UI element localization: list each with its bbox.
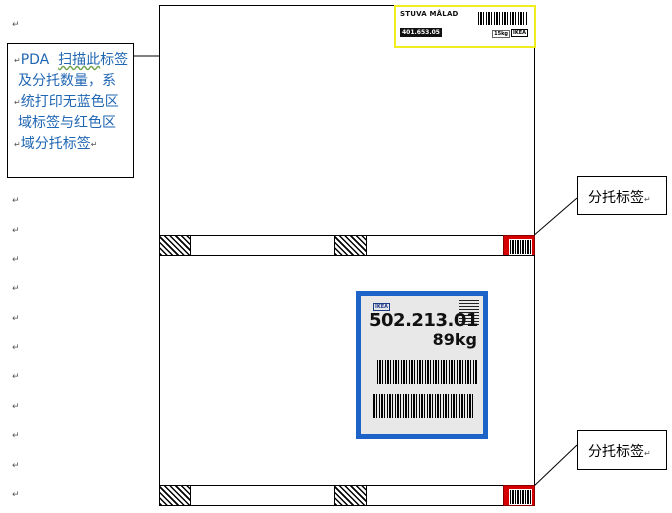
barcode-icon — [459, 299, 479, 325]
blue-label-weight: 89kg — [432, 330, 477, 349]
callout-pda-prefix: PDA — [20, 52, 50, 68]
ikea-logo: IKEA — [373, 303, 391, 311]
paragraph-mark: ↵ — [12, 314, 20, 324]
paragraph-mark: ↵ — [12, 284, 20, 294]
split-pallet-label-callout-top: 分托标签↵ — [577, 176, 667, 215]
barcode-icon — [478, 12, 528, 25]
yellow-product-label: STUVA MÅLAD 401.653.05 15kg IKEA — [394, 5, 536, 48]
yellow-label-card: STUVA MÅLAD 401.653.05 15kg IKEA — [396, 7, 534, 46]
paragraph-mark: ↵ — [12, 196, 20, 206]
pda-instruction-callout: ↵PDA 扫描此标签 及分托数量，系 ↵统打印无蓝色区 域标签与红色区 ↵域分托… — [7, 43, 134, 178]
yellow-label-weight-value: 15kg — [492, 30, 510, 38]
yellow-label-weight: 15kg — [492, 30, 510, 38]
blue-pallet-label: IKEA 502.213.01 89kg — [356, 291, 488, 439]
paragraph-mark: ↵ — [12, 343, 20, 353]
blue-label-card: IKEA 502.213.01 89kg — [361, 296, 483, 434]
barcode-icon — [377, 360, 477, 384]
pallet-block-hatched — [159, 235, 191, 256]
paragraph-mark: ↵ — [12, 431, 20, 441]
paragraph-mark: ↵ — [12, 20, 20, 30]
red-split-pallet-tag-top — [503, 235, 535, 256]
paragraph-mark: ↵ — [12, 372, 20, 382]
barcode-icon — [509, 489, 532, 505]
pallet-block-hatched — [159, 485, 191, 506]
paragraph-mark: ↵ — [12, 490, 20, 500]
barcode-icon — [509, 239, 532, 255]
pallet-block-hatched — [334, 485, 367, 506]
paragraph-mark: ↵ — [12, 402, 20, 412]
split-pallet-label-callout-bottom: 分托标签↵ — [577, 430, 667, 470]
blue-label-article-number: 502.213.01 — [369, 310, 478, 331]
red-split-pallet-tag-bottom — [503, 485, 535, 506]
paragraph-mark: ↵ — [644, 449, 651, 458]
callout-line3: 统打印无蓝色区 — [20, 94, 119, 110]
paragraph-mark: ↵ — [12, 226, 20, 236]
callout-line5: 域分托标签 — [20, 136, 91, 152]
paragraph-mark: ↵ — [14, 56, 21, 65]
pallet-block-hatched — [334, 235, 367, 256]
barcode-icon — [373, 394, 473, 418]
pda-instruction-text: ↵PDA 扫描此标签 及分托数量，系 ↵统打印无蓝色区 域标签与红色区 ↵域分托… — [14, 50, 129, 155]
paragraph-mark: ↵ — [12, 255, 20, 265]
callout-top-text: 分托标签↵ — [588, 187, 651, 207]
paragraph-mark: ↵ — [644, 195, 651, 204]
callout-bottom-label: 分托标签 — [588, 444, 644, 460]
ikea-logo: IKEA — [510, 29, 528, 37]
callout-underlined-text: 扫描此 — [58, 52, 101, 68]
callout-top-label: 分托标签 — [588, 190, 644, 206]
paragraph-mark: ↵ — [14, 98, 21, 107]
callout-bottom-text: 分托标签↵ — [588, 441, 651, 461]
paragraph-mark: ↵ — [90, 140, 98, 149]
paragraph-mark: ↵ — [14, 140, 21, 149]
callout-line4: 域标签与红色区 — [18, 115, 116, 131]
callout-line1: 标签 — [100, 52, 129, 68]
bottom-callout-leader — [531, 444, 578, 489]
callout-line2: 及分托数量，系 — [18, 73, 116, 89]
yellow-label-title: STUVA MÅLAD — [400, 10, 459, 18]
top-callout-leader — [531, 197, 578, 238]
paragraph-mark: ↵ — [12, 461, 20, 471]
yellow-label-article-number: 401.653.05 — [400, 28, 442, 37]
